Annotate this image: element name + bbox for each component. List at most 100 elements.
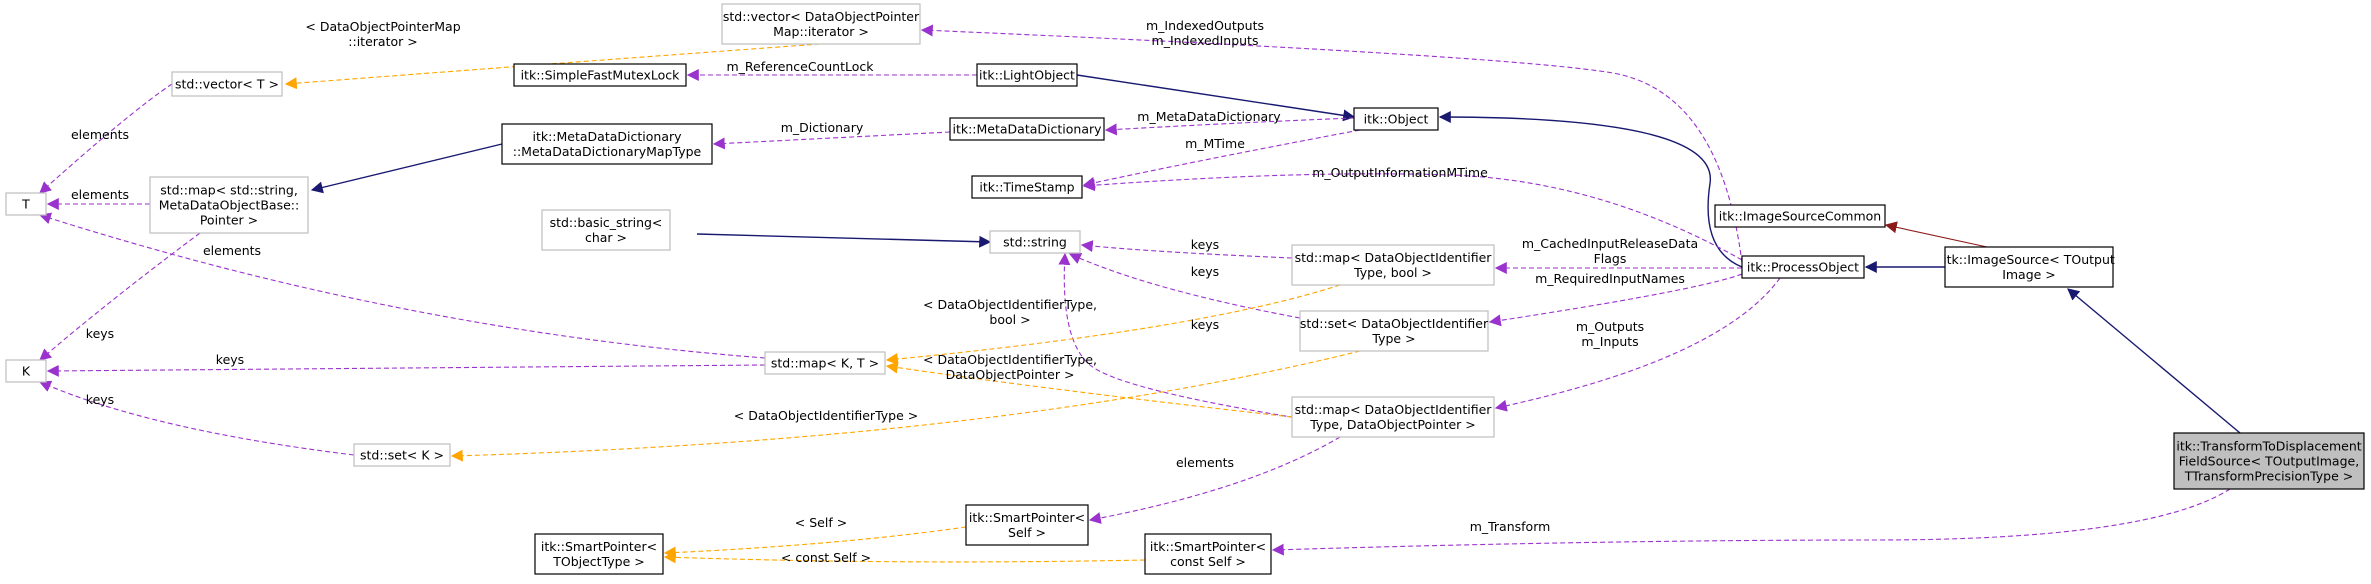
node-label: T: [21, 197, 30, 212]
edge-28: [885, 284, 1341, 365]
edge-24: [38, 380, 355, 456]
edge-label-lbl-mdd-meta: m_MetaDataDictionary: [1137, 109, 1281, 124]
node-box: [1291, 396, 1495, 438]
node-sp-obj[interactable]: itk::SmartPointer<TObjectType >: [534, 533, 664, 575]
node-label: std::map< K, T >: [771, 356, 879, 371]
edge-20: [1068, 252, 1301, 319]
edge-1: [1438, 111, 1743, 268]
node-box: [1144, 533, 1272, 575]
node-label: itk::Object: [1364, 112, 1429, 127]
node-timestamp[interactable]: itk::TimeStamp: [971, 175, 1083, 199]
edge-26: [1271, 488, 2231, 556]
node-box: [5, 359, 47, 383]
node-sp-self[interactable]: itk::SmartPointer<Self >: [965, 504, 1089, 546]
node-mutex[interactable]: itk::SimpleFastMutexLock: [513, 63, 687, 87]
node-label: itk::SmartPointer<Self >: [969, 510, 1085, 540]
node-label: std::vector< T >: [175, 77, 279, 92]
edge-21: [1058, 252, 1311, 421]
node-isc[interactable]: itk::ImageSourceCommon: [1714, 204, 1886, 228]
node-vec-T[interactable]: std::vector< T >: [171, 71, 283, 97]
edge-4: [696, 233, 992, 248]
edge-label-lbl-self: < Self >: [795, 515, 847, 530]
node-string[interactable]: std::string: [989, 230, 1081, 254]
node-set-K[interactable]: std::set< K >: [353, 443, 451, 467]
node-box: [1714, 204, 1886, 228]
edge-25: [1088, 436, 1341, 524]
node-box: [989, 230, 1081, 254]
node-process[interactable]: itk::ProcessObject: [1741, 255, 1865, 279]
node-box: [171, 71, 283, 97]
edge-label-lbl-refcount: m_ReferenceCountLock: [727, 59, 875, 74]
node-light[interactable]: itk::LightObject: [976, 63, 1078, 87]
edge-13: [1082, 129, 1361, 189]
node-box: [501, 123, 713, 165]
edge-19: [1080, 240, 1293, 259]
edge-label-lbl-keys-dop: keys: [86, 326, 114, 341]
node-label: itk::MetaDataDictionary::MetaDataDiction…: [513, 129, 702, 159]
node-box: [513, 63, 687, 87]
node-label: std::basic_string<char >: [550, 215, 663, 245]
node-map-KT[interactable]: std::map< K, T >: [764, 351, 886, 375]
node-map-string[interactable]: std::map< std::string,MetaDataObjectBase…: [149, 176, 309, 234]
node-box: [2173, 432, 2365, 490]
edge-label-lbl-doid-bool: < DataObjectIdentifierType,bool >: [923, 297, 1097, 327]
node-label: itk::TimeStamp: [979, 180, 1074, 195]
node-box: [1291, 244, 1495, 286]
edge-30: [450, 350, 1361, 462]
node-label: itk::ImageSourceCommon: [1719, 209, 1881, 224]
node-box: [1741, 255, 1865, 279]
edge-label-lbl-keys-K: keys: [216, 352, 244, 367]
edge-label-lbl-const-self: < const Self >: [781, 550, 871, 565]
node-box: [721, 3, 921, 45]
edge-22: [38, 212, 766, 359]
edge-label-lbl-dictionary: m_Dictionary: [781, 120, 864, 135]
edge-label-lbl-elements-KT: elements: [203, 243, 261, 258]
edge-label-lbl-elements-map: elements: [71, 187, 129, 202]
node-box: [1299, 310, 1489, 352]
node-label: itk::MetaDataDictionary: [952, 122, 1102, 137]
edge-3: [2067, 288, 2241, 434]
edge-8: [39, 83, 173, 194]
node-label: itk::SmartPointer<const Self >: [1150, 539, 1266, 569]
node-label: itk::LightObject: [979, 68, 1075, 83]
edge-5: [310, 143, 503, 194]
edge-labels: < DataObjectPointerMap::iterator > m_Inde…: [71, 18, 1698, 565]
edges: [38, 24, 2241, 564]
node-box: [1944, 246, 2114, 288]
node-T[interactable]: T: [5, 192, 47, 216]
edge-label-lbl-keys-bool: keys: [1191, 264, 1219, 279]
node-mdd[interactable]: itk::MetaDataDictionary: [949, 117, 1105, 141]
node-box: [949, 117, 1105, 141]
edge-11: [1104, 117, 1355, 136]
node-K[interactable]: K: [5, 359, 47, 383]
node-label: itk::SmartPointer<TObjectType >: [541, 539, 657, 569]
node-sp-const[interactable]: itk::SmartPointer<const Self >: [1144, 533, 1272, 575]
edge-15: [920, 24, 1743, 264]
node-mdd-map[interactable]: itk::MetaDataDictionary::MetaDataDiction…: [501, 123, 713, 165]
node-box: [1353, 107, 1439, 131]
edge-label-lbl-dop-iter: < DataObjectPointerMap::iterator >: [305, 19, 460, 49]
edge-label-lbl-required: m_RequiredInputNames: [1535, 271, 1685, 286]
edge-label-lbl-keys-set: keys: [1191, 317, 1219, 332]
edge-label-lbl-doid-set: < DataObjectIdentifierType >: [734, 408, 918, 423]
edge-label-lbl-keys-map: keys: [1191, 237, 1219, 252]
edge-10: [39, 232, 201, 361]
node-label: K: [22, 364, 31, 379]
node-object[interactable]: itk::Object: [1353, 107, 1439, 131]
node-basic-string[interactable]: std::basic_string<char >: [541, 209, 671, 251]
edge-label-lbl-keys-setK: keys: [86, 392, 114, 407]
